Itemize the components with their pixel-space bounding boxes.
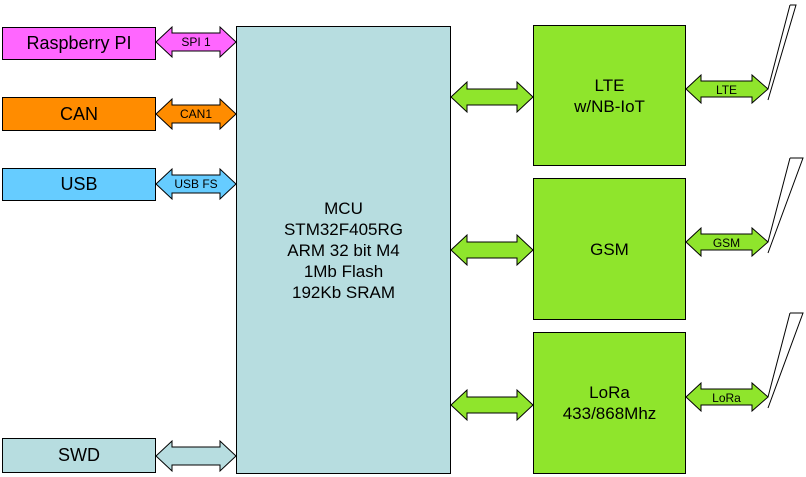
- mcu-box: MCU STM32F405RG ARM 32 bit M4 1Mb Flash …: [236, 26, 451, 474]
- lte-antenna-icon: [767, 4, 791, 90]
- mcu-line-2: STM32F405RG: [283, 219, 404, 239]
- can-box: CAN: [2, 97, 156, 131]
- lora-title: LoRa: [589, 383, 630, 402]
- mcu-line-1: MCU: [324, 198, 363, 218]
- mcu-line-3: ARM 32 bit M4: [287, 240, 400, 260]
- lte-box: LTE w/NB-IoT: [533, 25, 686, 166]
- lte-title: LTE: [594, 75, 625, 95]
- mcu-line-4: 1Mb Flash: [303, 261, 384, 281]
- gsm-title: GSM: [590, 239, 629, 259]
- can-label: CAN: [59, 103, 98, 124]
- gsm-antenna-label: GSM: [712, 236, 741, 250]
- usb-box: USB: [2, 168, 156, 201]
- spi-label: SPI 1: [181, 35, 211, 49]
- gsm-antenna-zig: [767, 157, 804, 254]
- lte-subtitle: w/NB-IoT: [574, 96, 645, 116]
- lora-antenna-label: LoRa: [712, 391, 741, 405]
- mcu-lora-arrow: [450, 388, 534, 422]
- usb-fs-label: USB FS: [174, 177, 218, 191]
- raspberry-pi-label: Raspberry PI: [26, 33, 132, 53]
- gsm-antenna-icon: [767, 157, 791, 243]
- lora-antenna-zig: [767, 312, 804, 409]
- can1-label: CAN1: [179, 107, 212, 121]
- lte-antenna-zig: [767, 4, 797, 101]
- usb-label: USB: [60, 174, 98, 194]
- lora-box: LoRa 433/868Mhz: [533, 332, 686, 474]
- mcu-line-5: 192Kb SRAM: [292, 282, 395, 302]
- raspberry-pi-box: Raspberry PI: [2, 27, 156, 60]
- swd-box: SWD: [2, 438, 156, 473]
- lora-subtitle: 433/868Mhz: [562, 404, 657, 423]
- swd-label: SWD: [58, 445, 100, 465]
- swd-arrow: [155, 439, 237, 473]
- mcu-gsm-arrow: [450, 233, 534, 267]
- gsm-box: GSM: [533, 178, 686, 320]
- lora-antenna-icon: [767, 312, 791, 398]
- lte-antenna-label: LTE: [715, 83, 738, 97]
- mcu-lte-arrow: [450, 80, 534, 114]
